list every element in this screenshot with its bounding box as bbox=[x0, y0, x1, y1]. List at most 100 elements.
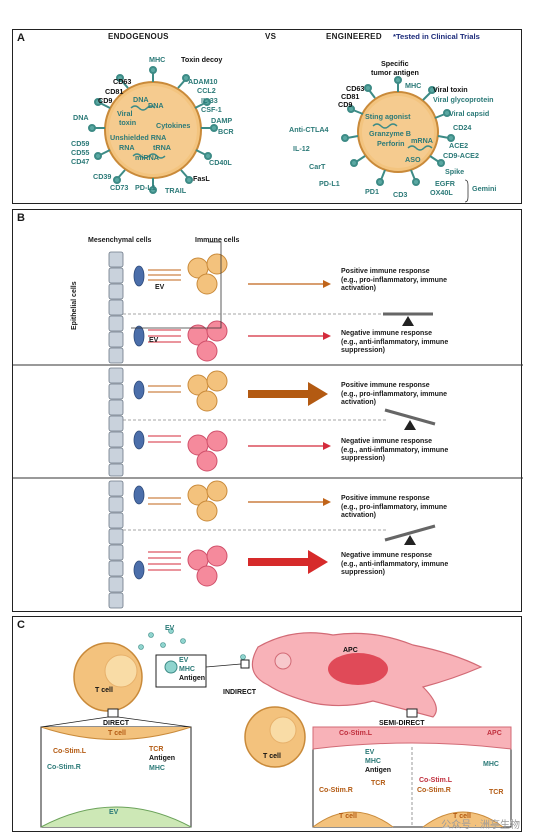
eng-viral-capsid: Viral capsid bbox=[449, 109, 490, 118]
c-ev-top: EV bbox=[165, 625, 175, 632]
endo-mhc: MHC bbox=[149, 55, 166, 64]
endo-inner-cytokines: Cytokines bbox=[156, 121, 191, 130]
endo-cd47: CD47 bbox=[71, 157, 90, 166]
endo-csf1: CSF-1 bbox=[201, 105, 222, 114]
eng-cd63: CD63 bbox=[346, 84, 365, 93]
c-semi-costim-l2: Co-Stim.L bbox=[419, 777, 453, 784]
balance-scale-1 bbox=[383, 312, 433, 326]
negative-response-3: Negative immune response(e.g., anti-infl… bbox=[341, 552, 449, 576]
c-semi-title: SEMI-DIRECT bbox=[379, 720, 425, 727]
eng-viral-toxin: Viral toxin bbox=[433, 85, 468, 94]
endogenous-surface-proteins bbox=[88, 66, 218, 194]
c-indirect: INDIRECT bbox=[223, 689, 257, 696]
c-mhc-box: MHC bbox=[179, 666, 195, 673]
c-semi-tcell2: T cell bbox=[453, 813, 471, 820]
eng-anti-ctla4: Anti-CTLA4 bbox=[289, 125, 329, 134]
endo-damp: DAMP bbox=[211, 116, 233, 125]
endo-fasl: FasL bbox=[193, 174, 210, 183]
eng-mhc: MHC bbox=[405, 81, 422, 90]
eng-cd9-ace2: CD9-ACE2 bbox=[443, 151, 479, 160]
panel-b-graphics bbox=[13, 241, 523, 609]
endo-cd59: CD59 bbox=[71, 139, 90, 148]
endo-cd40l: CD40L bbox=[209, 158, 232, 167]
c-semi-apc: APC bbox=[487, 730, 502, 737]
eng-tumor-antigen: tumor antigen bbox=[371, 68, 419, 77]
c-direct-tcr: TCR bbox=[149, 746, 164, 753]
endo-toxin-decoy: Toxin decoy bbox=[181, 55, 223, 64]
panel-b-letter: B bbox=[17, 212, 25, 224]
c-semi-costim-r2: Co-Stim.R bbox=[417, 787, 451, 794]
eng-viral-glycoprotein: Viral glycoprotein bbox=[433, 95, 494, 104]
panel-a-letter: A bbox=[17, 32, 25, 44]
c-tcell-mid: T cell bbox=[263, 753, 281, 760]
ev-arrows-red bbox=[148, 329, 181, 571]
endo-adam10: ADAM10 bbox=[188, 77, 218, 86]
endo-cd55: CD55 bbox=[71, 148, 90, 157]
endo-cd81: CD81 bbox=[105, 87, 124, 96]
balance-scale-3 bbox=[384, 524, 436, 545]
eng-inner-aso: ASO bbox=[405, 155, 421, 164]
c-direct-antigen: Antigen bbox=[149, 755, 176, 762]
mesenchymal-label: Mesenchymal cells bbox=[88, 237, 152, 244]
eng-spike: Spike bbox=[445, 167, 465, 176]
ev-arrows-orange bbox=[148, 269, 181, 505]
endo-ccl2: CCL2 bbox=[197, 86, 216, 95]
eng-il12: IL-12 bbox=[293, 144, 310, 153]
panel-a-graphics bbox=[88, 66, 469, 203]
c-direct-ev: EV bbox=[109, 809, 119, 816]
engineered-surface-proteins bbox=[341, 76, 455, 186]
response-arrows bbox=[248, 280, 331, 574]
eng-ace2: ACE2 bbox=[449, 141, 469, 150]
immune-cells-orange bbox=[187, 253, 228, 522]
endo-inner-viral: Viral bbox=[117, 109, 133, 118]
mesenchymal-cells bbox=[133, 265, 145, 580]
endo-inner-unshielded-rna: Unshielded RNA bbox=[110, 133, 167, 142]
vs-label: VS bbox=[265, 32, 277, 41]
eng-cd24: CD24 bbox=[453, 123, 472, 132]
positive-response-3: Positive immune response(e.g., pro-infla… bbox=[341, 495, 448, 519]
panel-a: A ENDOGENOUS VS ENGINEERED *Tested in Cl… bbox=[12, 29, 522, 204]
c-semi-costim-l: Co-Stim.L bbox=[339, 730, 373, 737]
panel-b: B Mesenchymal cells Immune cells Epithel… bbox=[12, 209, 523, 612]
endo-inner-dna: DNA bbox=[133, 95, 149, 104]
c-tcell-top: T cell bbox=[95, 687, 113, 694]
c-direct-tcell: T cell bbox=[108, 730, 126, 737]
engineered-title: ENGINEERED bbox=[326, 32, 382, 41]
panel-c-graphics bbox=[40, 628, 512, 828]
ev-label-2: EV bbox=[149, 337, 159, 344]
mrna-strand-icon bbox=[407, 145, 433, 151]
dna-helix-icon bbox=[130, 105, 156, 111]
endo-trail: TRAIL bbox=[165, 186, 187, 195]
eng-egfr: EGFR bbox=[435, 179, 455, 188]
eng-ox40l: OX40L bbox=[430, 188, 453, 197]
c-semi-ev: EV bbox=[365, 749, 375, 756]
endo-inner-trna: tRNA bbox=[153, 143, 171, 152]
eng-pd1: PD1 bbox=[365, 187, 379, 196]
eng-inner-mrna: mRNA bbox=[411, 136, 433, 145]
immune-label: Immune cells bbox=[195, 237, 240, 244]
positive-response-2: Positive immune response(e.g., pro-infla… bbox=[341, 382, 448, 406]
eng-inner-sting: Sting agonist bbox=[365, 112, 411, 121]
c-semi-costim-r1: Co-Stim.R bbox=[319, 787, 353, 794]
c-semi-tcell1: T cell bbox=[339, 813, 357, 820]
balance-scale-2 bbox=[384, 408, 436, 430]
endo-inner-toxin: toxin bbox=[119, 118, 137, 127]
eng-pdl1: PD-L1 bbox=[319, 179, 340, 188]
epithelial-column bbox=[108, 251, 124, 609]
endo-cd9: CD9 bbox=[98, 96, 113, 105]
endo-il33: IL-33 bbox=[201, 96, 218, 105]
eng-cd9: CD9 bbox=[338, 100, 353, 109]
eng-inner-perforin: Perforin bbox=[377, 139, 405, 148]
immune-cells-pink bbox=[187, 320, 228, 587]
c-semi-antigen: Antigen bbox=[365, 767, 392, 774]
endo-cd73: CD73 bbox=[110, 183, 129, 192]
c-direct-costim-r: Co-Stim.R bbox=[47, 764, 81, 771]
c-semi-mhc: MHC bbox=[365, 758, 381, 765]
panel-c-letter: C bbox=[17, 619, 25, 631]
c-antigen-box: Antigen bbox=[179, 675, 206, 682]
positive-response-1: Positive immune response(e.g., pro-infla… bbox=[341, 268, 448, 292]
ev-label-1: EV bbox=[155, 284, 165, 291]
clinical-trials-note: *Tested in Clinical Trials bbox=[393, 32, 480, 41]
granzyme-helix-icon bbox=[372, 123, 398, 129]
endogenous-title: ENDOGENOUS bbox=[108, 32, 169, 41]
